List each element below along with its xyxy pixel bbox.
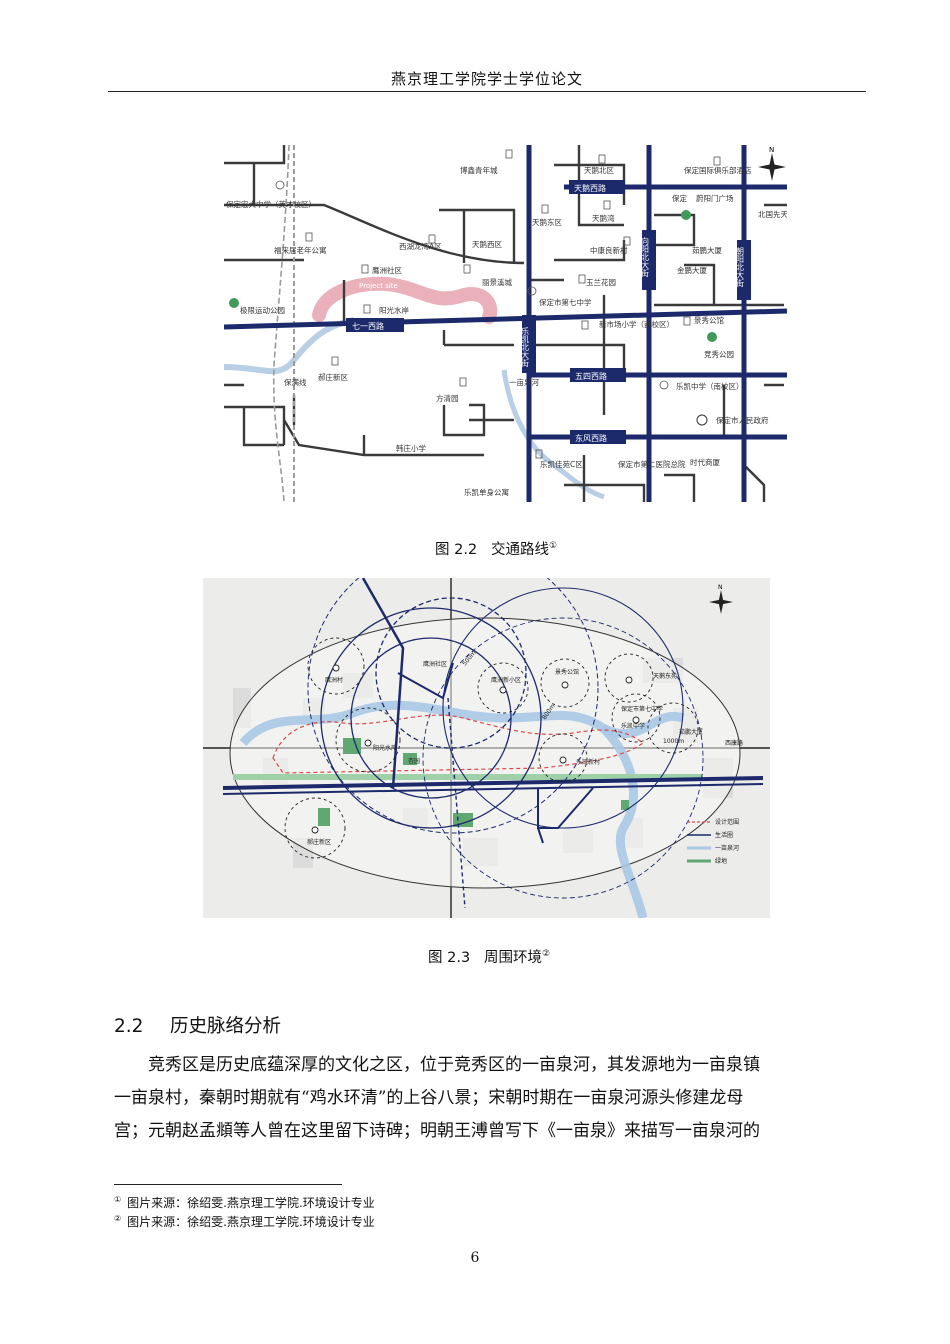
section-number: 2.2: [114, 1016, 144, 1037]
place-label: 鹰洲社区: [372, 265, 402, 275]
environment-map-figure: 鹰洲社区 鹰洲村 鹰洲新小区 景秀公馆 天鹅东苑 阳光水岸 保定市第七中学 乐凯…: [203, 578, 770, 918]
figure-2-3-caption: 图 2.3 周围环境②: [428, 946, 550, 967]
road-label: 朝阳北大街: [736, 247, 745, 288]
svg-text:N: N: [718, 584, 723, 591]
caption-label: 图 2.3: [428, 950, 471, 966]
footnote: ② 图片来源：徐绍雯.燕京理工学院.环境设计专业: [114, 1213, 375, 1230]
paragraph-line: 竞秀区是历史底蕴深厚的文化之区，位于竞秀区的一亩泉河，其发源地为一亩泉镇: [148, 1055, 760, 1075]
map-label: 茹鹏大厦: [679, 728, 703, 736]
traffic-map-figure: 天鹅西路 七一西路 五四西路 东风西路 乐凯北大街 向阳北大街 朝阳北大街 博鑫…: [224, 145, 787, 502]
map-legend: 设计范围 生活圈 一亩泉河 绿地: [687, 818, 739, 865]
caption-note: ①: [549, 541, 558, 552]
caption-text: 周围环境: [484, 950, 542, 966]
place-label: 西湖龙湾A区: [399, 241, 442, 251]
place-label: 保满线: [284, 377, 307, 387]
place-label: 保定市人民政府: [716, 415, 769, 425]
figure-2-2-caption: 图 2.2 交通路线①: [435, 538, 557, 559]
place-label: 博鑫青年城: [460, 165, 498, 175]
place-label: 金鹏大厦: [677, 265, 707, 275]
place-label: 蔚阳门广场: [696, 193, 734, 203]
place-label: 茹鹏大厦: [692, 245, 722, 255]
place-label: 天鹅湾: [592, 213, 615, 223]
map-label: 天鹅东苑: [653, 672, 677, 680]
place-label: 保定市第二医院总院: [618, 459, 686, 469]
place-label: 丽景溪城: [482, 277, 512, 287]
map-label: 鹰洲新小区: [491, 676, 521, 684]
place-label: 郝庄新区: [318, 372, 348, 382]
footnote-mark: ②: [114, 1214, 122, 1223]
map-label: 鹰洲社区: [423, 660, 447, 668]
map-label: 鹰洲村: [325, 676, 343, 684]
footnote: ① 图片来源：徐绍雯.燕京理工学院.环境设计专业: [114, 1194, 375, 1211]
place-label: 景秀公馆: [694, 315, 724, 325]
header-rule: [108, 91, 866, 92]
place-label: 极限运动公园: [240, 305, 285, 315]
map-label: 阳光水岸: [373, 744, 397, 752]
compass-icon: N: [709, 584, 733, 614]
map-label: 西康路: [725, 739, 743, 747]
radius-label: 1000m: [663, 738, 684, 745]
project-site-label: Project site: [359, 282, 398, 290]
place-label: 北国先天下: [758, 209, 787, 219]
map-label: 郝庄新区: [307, 838, 331, 846]
legend-label: 一亩泉河: [715, 844, 739, 852]
legend-label: 绿地: [715, 857, 727, 865]
legend-label: 生活圈: [715, 831, 733, 839]
road-label: 向阳北大街: [641, 236, 650, 278]
map-label: 杏园: [408, 757, 420, 765]
paragraph-line: 一亩泉村，秦朝时期就有“鸡水环清”的上谷八景；宋朝时期在一亩泉河源头修建龙母: [114, 1088, 744, 1108]
paragraph-line: 宫；元朝赵孟頫等人曾在这里留下诗碑；明朝王溥曾写下《一亩泉》来描写一亩泉河的: [114, 1121, 760, 1141]
page-number: 6: [470, 1250, 480, 1266]
place-label: 韩庄小学: [396, 443, 426, 453]
place-label: 保定宏大中学（英才校区）: [226, 199, 316, 209]
place-label: 天鹅东区: [532, 217, 562, 227]
place-label: 福来居老年公寓: [274, 245, 327, 255]
place-label: 中康良新村: [590, 245, 628, 255]
place-label: 时代商厦: [690, 457, 720, 467]
body-paragraph: 竞秀区是历史底蕴深厚的文化之区，位于竞秀区的一亩泉河，其发源地为一亩泉镇 一亩泉…: [114, 1049, 859, 1148]
map-label: 乐凯新村: [576, 758, 600, 766]
place-label: 保定: [672, 193, 687, 203]
caption-text: 交通路线: [491, 542, 549, 558]
place-label: 乐凯佳苑C区: [540, 459, 583, 469]
svg-text:N: N: [769, 146, 774, 154]
road-label: 五四西路: [575, 371, 607, 381]
road-label: 乐凯北大街: [521, 326, 530, 368]
road-label: 东风西路: [575, 433, 607, 443]
traffic-map: 天鹅西路 七一西路 五四西路 东风西路 乐凯北大街 向阳北大街 朝阳北大街 博鑫…: [224, 145, 787, 502]
footnote-text: 图片来源：徐绍雯.燕京理工学院.环境设计专业: [127, 1215, 375, 1229]
road-label: 七一西路: [352, 321, 384, 331]
section-heading: 2.2 历史脉络分析: [114, 1012, 281, 1038]
place-label: 一亩泉河: [509, 377, 539, 387]
footnote-text: 图片来源：徐绍雯.燕京理工学院.环境设计专业: [127, 1196, 375, 1210]
map-label: 景秀公馆: [555, 668, 579, 676]
place-label: 方清园: [436, 393, 459, 403]
map-label: 乐凯中学: [621, 722, 645, 730]
map-label: 保定市第七中学: [621, 705, 663, 713]
place-label: 玉兰花园: [586, 277, 616, 287]
place-label: 竞秀公园: [704, 349, 734, 359]
road-label: 天鹅西路: [574, 183, 606, 193]
place-label: 阳光水岸: [379, 305, 409, 315]
place-label: 新市场小学（西校区）: [599, 319, 674, 329]
footnote-mark: ①: [114, 1195, 122, 1204]
environment-map: 鹰洲社区 鹰洲村 鹰洲新小区 景秀公馆 天鹅东苑 阳光水岸 保定市第七中学 乐凯…: [203, 578, 770, 918]
running-header: 燕京理工学院学士学位论文: [390, 70, 583, 88]
caption-note: ②: [542, 949, 551, 960]
footnote-rule: [114, 1184, 342, 1185]
compass-icon: N: [758, 146, 786, 181]
place-label: 天鹅西区: [472, 239, 502, 249]
legend-label: 设计范围: [715, 818, 739, 826]
place-label: 保定国际俱乐部酒店: [684, 165, 752, 175]
caption-label: 图 2.2: [435, 542, 478, 558]
section-title: 历史脉络分析: [170, 1016, 282, 1037]
place-label: 天鹅北区: [584, 165, 614, 175]
place-label: 保定市第七中学: [539, 297, 592, 307]
place-label: 乐凯单身公寓: [464, 487, 509, 497]
place-label: 乐凯中学（南校区）: [676, 381, 744, 391]
